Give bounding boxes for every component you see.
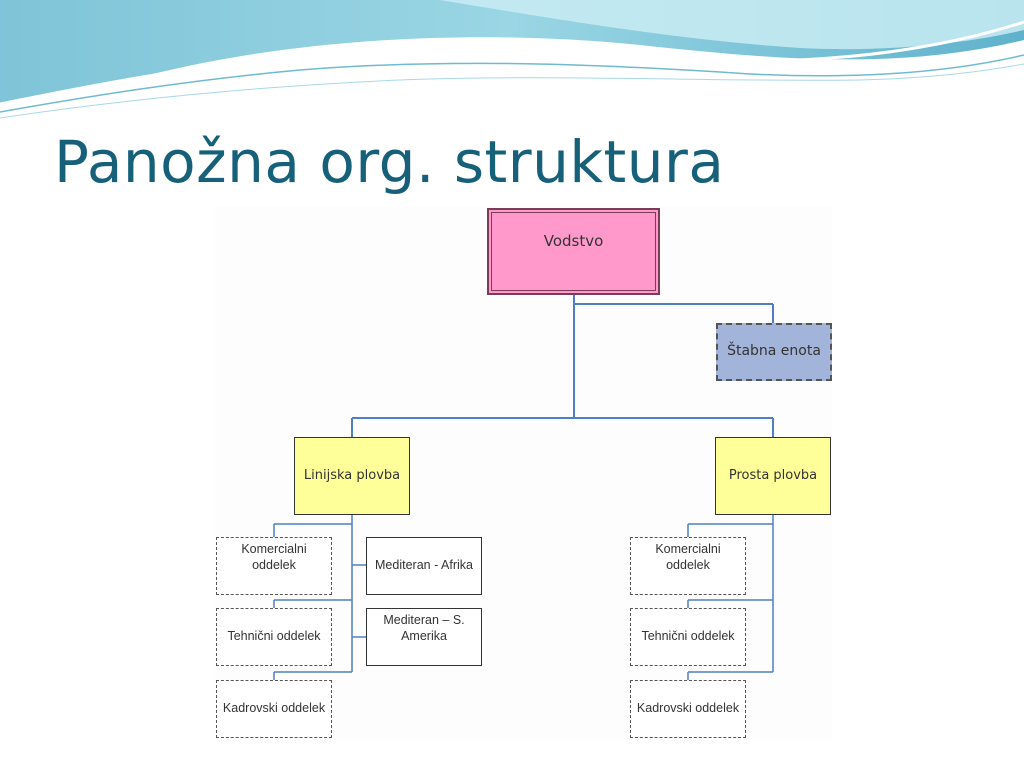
org-node-vodstvo: Vodstvo — [487, 208, 660, 295]
org-node-label: Vodstvo — [543, 232, 604, 250]
org-node-department: Komercialni oddelek — [630, 537, 746, 595]
org-node-division-linijska: Linijska plovba — [294, 437, 410, 515]
org-node-label: Mediteran – S. Amerika — [383, 613, 465, 643]
org-node-label: Kadrovski oddelek — [222, 701, 326, 716]
org-node-label: Tehnični oddelek — [641, 629, 735, 644]
org-node-staff-unit: Štabna enota — [716, 323, 832, 381]
org-node-department: Tehnični oddelek — [216, 608, 332, 666]
header-wave-decoration — [0, 0, 1024, 119]
org-node-division-prosta: Prosta plovba — [715, 437, 831, 515]
org-node-route: Mediteran – S. Amerika — [366, 608, 482, 666]
org-node-label: Mediteran - Afrika — [375, 558, 473, 573]
org-node-label: Štabna enota — [727, 343, 821, 360]
org-node-label: Prosta plovba — [728, 467, 818, 483]
org-node-label: Tehnični oddelek — [227, 629, 321, 644]
org-node-label: Linijska plovba — [303, 467, 401, 483]
org-node-department: Kadrovski oddelek — [216, 680, 332, 738]
org-node-label: Komercialni oddelek — [655, 542, 721, 572]
org-node-route: Mediteran - Afrika — [366, 537, 482, 595]
slide-title: Panožna org. struktura — [54, 128, 725, 196]
org-node-department: Kadrovski oddelek — [630, 680, 746, 738]
org-node-department: Komercialni oddelek — [216, 537, 332, 595]
org-node-label: Kadrovski oddelek — [636, 701, 740, 716]
org-node-department: Tehnični oddelek — [630, 608, 746, 666]
org-node-label: Komercialni oddelek — [241, 542, 307, 572]
